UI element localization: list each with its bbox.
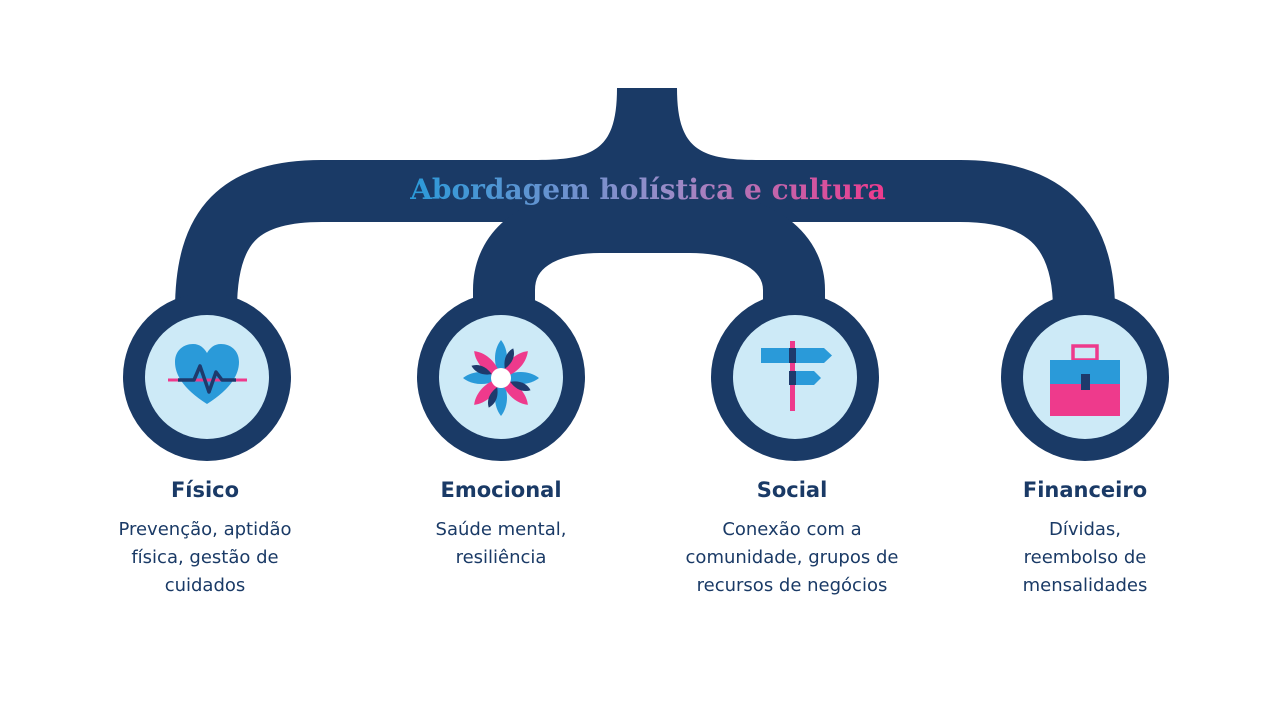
pillar-title: Financeiro: [1022, 478, 1148, 502]
description-line: comunidade, grupos de: [685, 547, 899, 568]
description-line: reembolso de: [1023, 547, 1147, 568]
description-line: recursos de negócios: [696, 575, 888, 596]
pillar-circle-financeiro: [1001, 293, 1169, 461]
heart-pulse-icon: [168, 344, 247, 404]
description-line: Dívidas,: [1048, 519, 1122, 540]
pillar-description: Prevenção, aptidão física, gestão de cui…: [75, 516, 335, 600]
pillar-circle-emocional: [417, 293, 585, 461]
description-line: Conexão com a: [722, 519, 862, 540]
description-line: mensalidades: [1022, 575, 1148, 596]
pillar-fisico: Físico Prevenção, aptidão física, gestão…: [75, 478, 335, 600]
flower-icon: [463, 340, 539, 416]
diagram-title: Abordagem holística e cultura: [409, 173, 886, 206]
pillar-social: Social Conexão com a comunidade, grupos …: [662, 478, 922, 600]
description-line: Saúde mental,: [435, 519, 567, 540]
pillar-description: Conexão com a comunidade, grupos de recu…: [662, 516, 922, 600]
pillar-description: Dívidas, reembolso de mensalidades: [955, 516, 1215, 600]
connector-tree: [175, 88, 1115, 330]
pillar-circle-social: [711, 293, 879, 461]
pillar-title: Físico: [170, 478, 240, 502]
pillar-title: Emocional: [440, 478, 562, 502]
description-line: resiliência: [455, 547, 547, 568]
description-line: Prevenção, aptidão: [118, 519, 292, 540]
pillar-circle-fisico: [123, 293, 291, 461]
pillar-financeiro: Financeiro Dívidas, reembolso de mensali…: [955, 478, 1215, 600]
description-line: física, gestão de: [131, 547, 279, 568]
pillar-description: Saúde mental, resiliência: [371, 516, 631, 572]
pillar-title: Social: [756, 478, 828, 502]
signpost-icon: [761, 341, 832, 411]
pillar-emocional: Emocional Saúde mental, resiliência: [371, 478, 631, 572]
description-line: cuidados: [164, 575, 246, 596]
briefcase-icon: [1050, 344, 1120, 416]
